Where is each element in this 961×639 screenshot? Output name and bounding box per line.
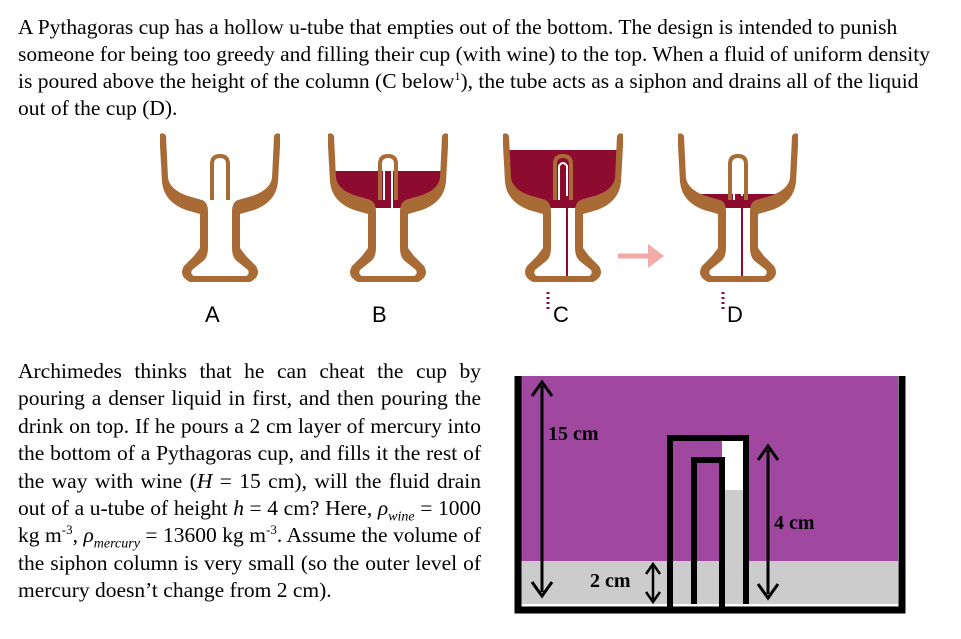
cup-label-a: A: [205, 302, 220, 327]
height-h-arrow: [756, 443, 780, 601]
rho-mercury-symbol: ρ: [83, 523, 94, 548]
cup-label-d: D: [727, 302, 743, 327]
var-H: H: [196, 468, 213, 493]
label-h: 4 cm: [774, 512, 815, 534]
pythagoras-cups-figure: A B C D: [158, 131, 800, 327]
question-text-7: . Assume the volume of the siphon column…: [18, 523, 481, 603]
label-mercury: 2 cm: [590, 570, 631, 592]
wine-fill-c: [506, 150, 620, 208]
intro-text-2: ), the tube acts as a siphon and drains …: [18, 69, 919, 120]
question-text-4: = 1000 kg m: [18, 496, 481, 548]
cup-a: [158, 131, 282, 284]
mercury-depth-arrow: [644, 561, 662, 605]
siphon-diagram: 15 cm 4 cm 2 cm: [514, 376, 906, 614]
exponent-2: -3: [266, 522, 277, 538]
question-text-2: = 15 cm), will the fluid drain out of a …: [18, 468, 482, 521]
siphon-outer-wall: [667, 435, 749, 610]
intro-text-1: A Pythagoras cup has a hollow u-tube tha…: [18, 15, 930, 93]
cup-label-c: C: [553, 302, 569, 327]
rho-mercury-subscript: mercury: [93, 536, 140, 552]
wine-fill-d: [696, 194, 780, 208]
mercury-layer: [521, 561, 898, 604]
question-text-1: Archimedes thinks that he can cheat the …: [18, 359, 481, 493]
siphon-tube-right-fill: [722, 490, 746, 604]
cup-label-b: B: [372, 302, 387, 327]
rho-wine-symbol: ρ: [377, 496, 389, 521]
cup-b: [326, 131, 450, 284]
wine-fill-b: [335, 171, 441, 208]
siphon-inner-wall: [691, 457, 725, 610]
footnote-mark: 1: [454, 68, 461, 83]
var-h: h: [233, 496, 244, 521]
question-text-5: ,: [72, 523, 84, 548]
cup-wall: [514, 376, 906, 614]
transition-arrow: [618, 244, 664, 268]
question-text-3: = 4 cm? Here,: [243, 496, 378, 521]
intro-paragraph: A Pythagoras cup has a hollow u-tube tha…: [18, 14, 948, 122]
question-text-6: = 13600 kg m: [139, 523, 267, 548]
height-H-arrow: [530, 379, 554, 599]
question-paragraph: Archimedes thinks that he can cheat the …: [18, 358, 481, 605]
label-H: 15 cm: [548, 423, 599, 445]
rho-wine-subscript: wine: [388, 509, 415, 525]
cup-d: [676, 131, 800, 312]
exponent-1: -3: [61, 522, 73, 538]
cup-c: [501, 131, 625, 312]
siphon-tube-left-mercury: [670, 561, 694, 604]
wine-layer: [521, 376, 898, 561]
